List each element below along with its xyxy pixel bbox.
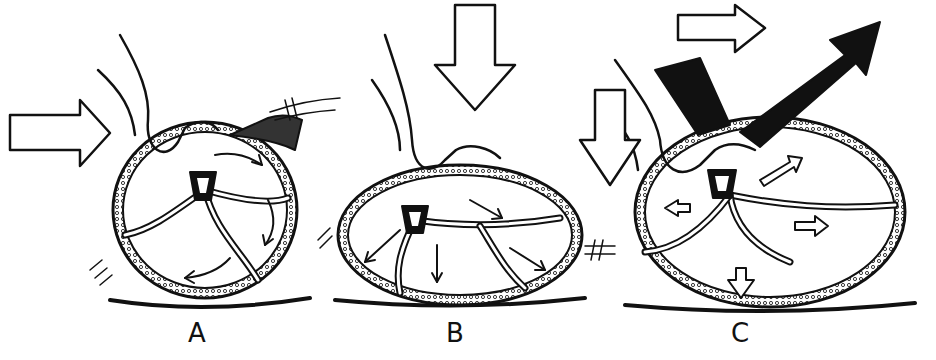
panel-label: C	[731, 318, 749, 348]
black-arrow	[740, 22, 880, 147]
panel-label: A	[188, 318, 206, 348]
panel-label: B	[446, 318, 464, 348]
black-arrow	[655, 58, 730, 135]
shell-a	[10, 35, 340, 298]
shell-c	[580, 5, 905, 307]
shell-b	[318, 5, 615, 305]
